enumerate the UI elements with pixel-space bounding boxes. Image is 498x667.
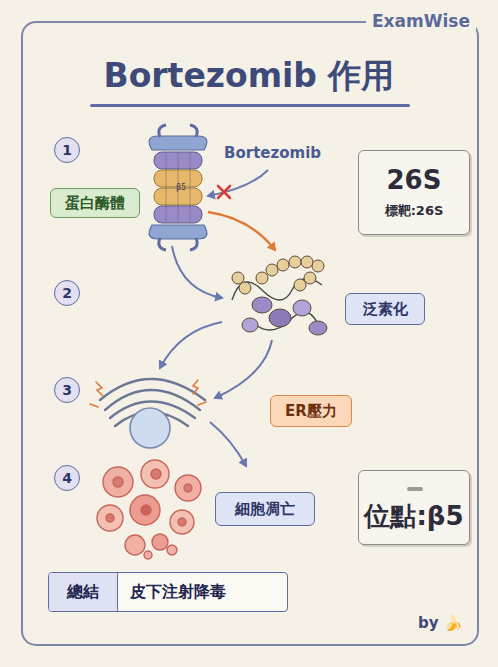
flow-arrow xyxy=(215,340,272,398)
ubiquitin-drawing xyxy=(232,256,327,335)
apoptosis-drawing xyxy=(97,460,201,559)
subunit-label: β5 xyxy=(176,183,186,192)
callout-number: 3 xyxy=(54,377,80,403)
node-text: ER壓力 xyxy=(285,402,337,421)
title-underline xyxy=(90,104,410,107)
info-card: 26S 標靶:26S xyxy=(358,150,470,235)
block-x xyxy=(218,186,230,198)
label-box: ER壓力 xyxy=(270,395,352,427)
summary-band: 總結皮下注射降毒 xyxy=(48,572,288,612)
flow-arrow xyxy=(160,322,222,368)
callout-number: 1 xyxy=(54,137,80,163)
brand-tab: ExamWise xyxy=(366,11,476,31)
info-card: 位點:β5 xyxy=(358,470,470,545)
inhibit-arrow xyxy=(208,170,268,196)
node-subtext: 標靶:26S xyxy=(385,202,444,220)
label-box: 泛素化 xyxy=(345,293,425,325)
diagram-title: Bortezomib 作用 xyxy=(0,54,498,99)
frame xyxy=(22,22,478,645)
drug-label: Bortezomib xyxy=(224,144,321,162)
flow-arrow xyxy=(172,246,222,298)
node-text: 26S xyxy=(387,165,442,196)
node-text: 泛素化 xyxy=(363,300,408,319)
flow-arrow xyxy=(210,422,246,466)
node-text: 總結 xyxy=(49,573,118,611)
callout-number: 4 xyxy=(54,465,80,491)
node-subtext: 皮下注射降毒 xyxy=(118,573,226,611)
proteasome-drawing xyxy=(149,125,207,250)
node-text: 細胞凋亡 xyxy=(235,500,295,519)
er-drawing xyxy=(90,379,206,448)
credit: by 🍌 xyxy=(418,614,463,632)
callout-number: 2 xyxy=(54,280,80,306)
node-text: 位點:β5 xyxy=(364,501,463,532)
label-box: 細胞凋亡 xyxy=(215,492,315,526)
label-box: 蛋白酶體 xyxy=(50,188,140,218)
flow-arrow xyxy=(208,212,275,250)
node-text: 蛋白酶體 xyxy=(65,194,125,213)
